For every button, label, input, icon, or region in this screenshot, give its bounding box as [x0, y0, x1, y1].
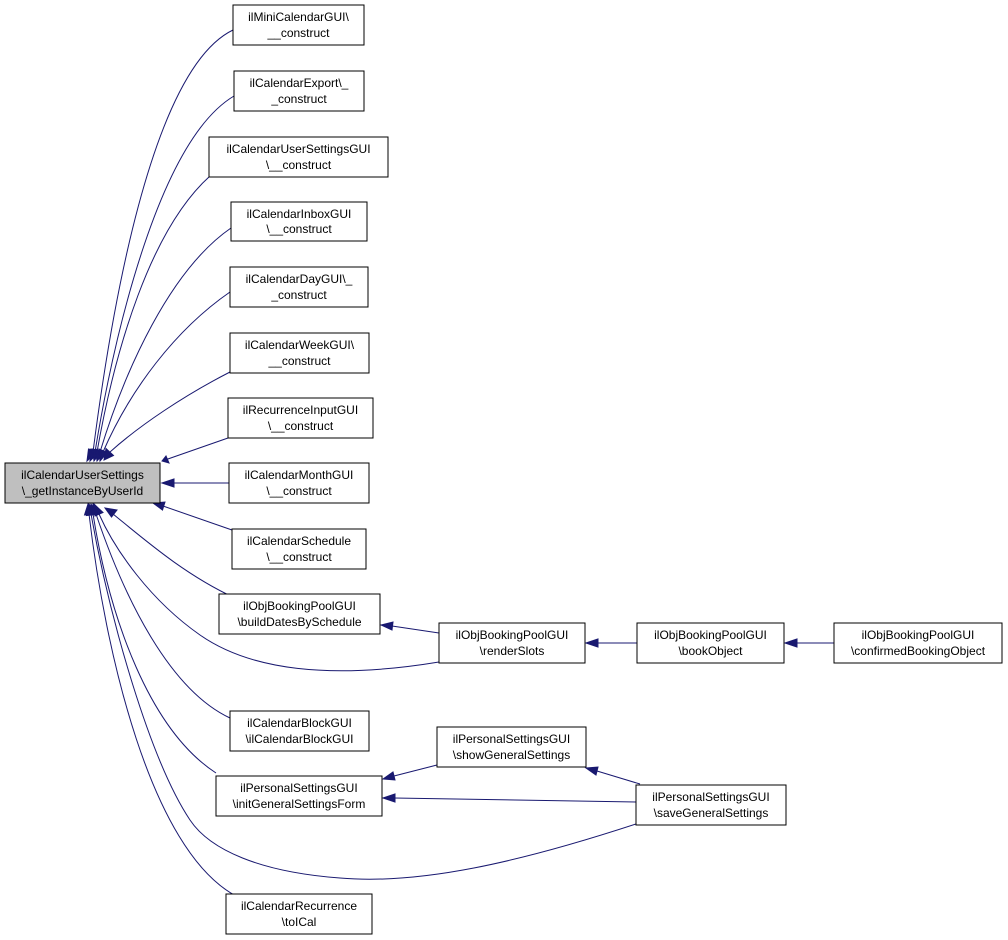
node-show-general-settings-line2: \showGeneralSettings: [453, 748, 570, 762]
edge-export-to-root: [94, 95, 235, 453]
node-confirmed-booking-object-line1: ilObjBookingPoolGUI: [862, 628, 975, 642]
node-root-line2: \_getInstanceByUserId: [22, 484, 143, 498]
arrowhead-month-to-root: [160, 478, 175, 488]
node-show-general-settings[interactable]: ilPersonalSettingsGUI \showGeneralSettin…: [436, 726, 587, 768]
node-calendar-day-gui-line1: ilCalendarDayGUI\_: [246, 272, 353, 286]
node-init-general-settings-form[interactable]: ilPersonalSettingsGUI \initGeneralSettin…: [215, 775, 383, 817]
node-calendar-recurrence-line1: ilCalendarRecurrence: [241, 899, 357, 913]
node-confirmed-booking-object-line2: \confirmedBookingObject: [851, 644, 986, 658]
node-calendar-day-gui-line2: _construct: [270, 288, 327, 302]
node-render-slots-line1: ilObjBookingPoolGUI: [456, 628, 569, 642]
arrowhead-showgeneral-to-initgeneral: [381, 771, 396, 781]
node-calendar-month-gui[interactable]: ilCalendarMonthGUI \__construct: [228, 462, 370, 504]
arrowhead-week-to-root: [103, 447, 115, 461]
edge-renderslots-to-builddates: [391, 625, 440, 634]
node-book-object[interactable]: ilObjBookingPoolGUI \bookObject: [636, 622, 785, 664]
node-calendar-inbox-gui[interactable]: ilCalendarInboxGUI \__construct: [230, 201, 368, 242]
node-calendar-month-gui-line1: ilCalendarMonthGUI: [245, 468, 354, 482]
node-render-slots-line2: \renderSlots: [480, 644, 545, 658]
node-recurrence-input-gui-line1: ilRecurrenceInputGUI: [243, 403, 358, 417]
node-calendar-inbox-gui-line2: \__construct: [266, 222, 332, 236]
node-calendar-block-gui[interactable]: ilCalendarBlockGUI \ilCalendarBlockGUI: [229, 710, 370, 752]
arrowhead-builddates-to-root: [103, 507, 118, 518]
node-calendar-block-gui-line1: ilCalendarBlockGUI: [247, 716, 352, 730]
edge-day-to-root: [102, 291, 231, 453]
node-calendar-recurrence-line2: \toICal: [282, 915, 317, 929]
node-calendar-user-settings-gui-line2: \__construct: [266, 158, 332, 172]
arrowhead-confirmed-to-bookobject: [783, 638, 798, 648]
node-init-general-settings-form-line1: ilPersonalSettingsGUI: [240, 781, 357, 795]
node-save-general-settings-line2: \saveGeneralSettings: [654, 806, 769, 820]
node-build-dates-by-schedule-line2: \buildDatesBySchedule: [237, 615, 361, 629]
node-calendar-schedule-line2: \__construct: [266, 550, 332, 564]
node-calendar-recurrence[interactable]: ilCalendarRecurrence \toICal: [225, 893, 373, 935]
node-book-object-line1: ilObjBookingPoolGUI: [654, 628, 767, 642]
node-root-line1: ilCalendarUserSettings: [21, 468, 144, 482]
node-calendar-month-gui-line2: \__construct: [266, 484, 332, 498]
edge-renderslots-to-root: [98, 513, 440, 672]
node-mini-calendar[interactable]: ilMiniCalendarGUI\ __construct: [232, 4, 365, 46]
edge-week-to-root: [109, 371, 231, 453]
node-mini-calendar-line2: __construct: [266, 26, 330, 40]
arrowhead-renderslots-to-builddates: [379, 621, 394, 631]
arrowhead-recinput-to-root: [161, 455, 170, 464]
node-build-dates-by-schedule-line1: ilObjBookingPoolGUI: [243, 599, 356, 613]
node-calendar-schedule-line1: ilCalendarSchedule: [247, 534, 351, 548]
arrowheads-layer: [83, 447, 798, 803]
node-build-dates-by-schedule[interactable]: ilObjBookingPoolGUI \buildDatesBySchedul…: [218, 593, 381, 635]
node-root[interactable]: ilCalendarUserSettings \_getInstanceByUs…: [4, 462, 161, 504]
node-calendar-day-gui[interactable]: ilCalendarDayGUI\_ _construct: [229, 266, 369, 308]
edge-recurrence-to-root: [88, 513, 237, 897]
edge-initgeneral-to-root: [92, 513, 217, 774]
node-recurrence-input-gui[interactable]: ilRecurrenceInputGUI \__construct: [227, 397, 374, 439]
node-calendar-user-settings-gui-line1: ilCalendarUserSettingsGUI: [226, 142, 370, 156]
edge-recinput-to-root: [164, 437, 229, 461]
arrowhead-recurrence-to-root: [83, 502, 95, 516]
edges-layer: [88, 29, 834, 897]
node-calendar-inbox-gui-line1: ilCalendarInboxGUI: [247, 207, 352, 221]
nodes-layer: ilCalendarUserSettings \_getInstanceByUs…: [4, 4, 1003, 935]
node-confirmed-booking-object[interactable]: ilObjBookingPoolGUI \confirmedBookingObj…: [833, 622, 1003, 664]
arrowhead-bookobject-to-renderslots: [584, 638, 599, 648]
edge-showgeneral-to-initgeneral: [393, 764, 438, 777]
edge-builddates-to-root: [112, 513, 236, 599]
node-calendar-export-line2: _construct: [270, 92, 327, 106]
edge-block-to-root: [95, 513, 231, 719]
node-calendar-block-gui-line2: \ilCalendarBlockGUI: [245, 732, 353, 746]
arrowhead-savegeneral-to-initgeneral: [381, 793, 396, 803]
node-book-object-line2: \bookObject: [678, 644, 743, 658]
edge-mini-to-root: [92, 29, 234, 453]
node-calendar-export-line1: ilCalendarExport\_: [250, 76, 349, 90]
node-calendar-export[interactable]: ilCalendarExport\_ _construct: [233, 70, 365, 112]
node-mini-calendar-line1: ilMiniCalendarGUI\: [248, 10, 349, 24]
edge-inbox-to-root: [99, 227, 232, 453]
node-calendar-week-gui-line2: __construct: [267, 354, 331, 368]
node-save-general-settings[interactable]: ilPersonalSettingsGUI \saveGeneralSettin…: [635, 784, 787, 826]
node-calendar-week-gui[interactable]: ilCalendarWeekGUI\ __construct: [229, 332, 370, 374]
edge-savegeneral-to-showgeneral: [596, 770, 641, 785]
edge-usersettings-to-root: [96, 175, 211, 453]
node-calendar-schedule[interactable]: ilCalendarSchedule \__construct: [231, 528, 367, 570]
node-render-slots[interactable]: ilObjBookingPoolGUI \renderSlots: [438, 622, 586, 664]
node-init-general-settings-form-line2: \initGeneralSettingsForm: [233, 797, 366, 811]
node-calendar-user-settings-gui[interactable]: ilCalendarUserSettingsGUI \__construct: [208, 136, 389, 178]
node-show-general-settings-line1: ilPersonalSettingsGUI: [453, 732, 570, 746]
node-recurrence-input-gui-line2: \__construct: [268, 419, 334, 433]
edge-schedule-to-root: [162, 505, 233, 531]
arrowhead-savegeneral-to-showgeneral: [584, 766, 599, 776]
edge-savegeneral-to-initgeneral: [393, 797, 637, 803]
node-calendar-week-gui-line1: ilCalendarWeekGUI\: [245, 338, 355, 352]
node-save-general-settings-line1: ilPersonalSettingsGUI: [652, 790, 769, 804]
edge-savegeneral-to-root: [90, 513, 637, 880]
